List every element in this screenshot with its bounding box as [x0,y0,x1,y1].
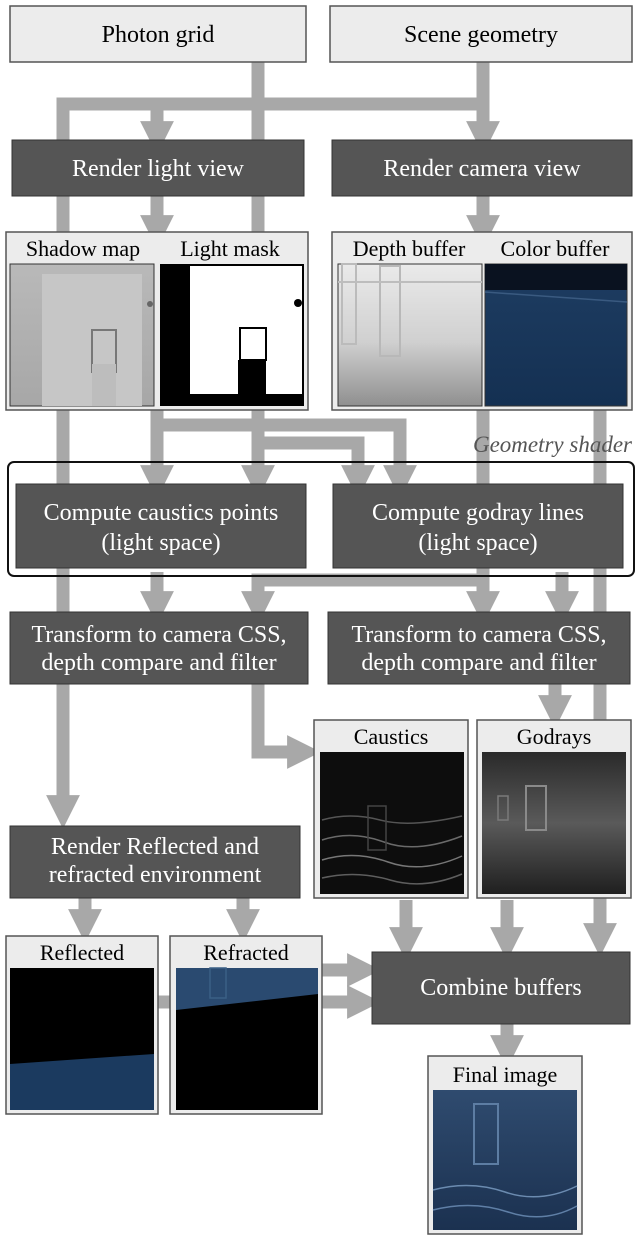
caustics-label: Caustics [354,724,429,749]
arrow-maps-to-godray-2 [258,436,375,499]
render-camera-view-label: Render camera view [383,156,581,182]
color-buffer-label: Color buffer [501,236,611,261]
depth-buffer-image [337,263,483,407]
combine-buffers-label: Combine buffers [420,975,582,1001]
arrow-scene-geometry-split [46,62,490,829]
arrow-transform-to-caustics [251,684,321,769]
photon-grid-box: Photon grid [9,5,307,63]
arrow-cross-to-left [241,573,483,625]
render-camera-view-box: Render camera view [331,139,633,197]
combine-buffers-box: Combine buffers [371,951,631,1025]
scene-geometry-label: Scene geometry [404,22,558,48]
render-reflected-box: Render Reflected and refracted environme… [9,825,301,899]
shadow-map-image [9,263,155,407]
transform-right-box: Transform to camera CSS, depth compare a… [327,611,631,685]
render-light-view-label: Render light view [72,156,245,182]
transform-right-line1: Transform to camera CSS, [351,622,606,648]
shadow-map-label: Shadow map [26,236,140,261]
render-reflected-line1: Render Reflected and [51,834,259,860]
godrays-label: Godrays [517,724,592,749]
connector-arrows [46,62,617,1069]
light-mask-label: Light mask [180,236,280,261]
final-image [432,1090,578,1230]
compute-caustics-line2: (light space) [101,530,220,556]
transform-right-line2: depth compare and filter [361,650,596,676]
depth-buffer-label: Depth buffer [353,236,466,261]
refracted-panel: Refracted [169,935,323,1115]
render-reflected-line2: refracted environment [49,862,262,888]
reflected-panel: Reflected [5,935,159,1115]
compute-caustics-box: Compute caustics points (light space) [15,483,307,569]
photon-grid-label: Photon grid [102,22,215,48]
compute-godray-line1: Compute godray lines [372,500,584,526]
light-mask-image [160,264,304,406]
transform-left-box: Transform to camera CSS, depth compare a… [9,611,309,685]
final-image-panel: Final image [427,1055,583,1235]
compute-godray-box: Compute godray lines (light space) [332,483,624,569]
geometry-shader-frame [7,461,635,577]
refracted-image [176,967,318,1110]
reflected-label: Reflected [40,940,124,965]
compute-caustics-line1: Compute caustics points [44,500,279,526]
godrays-panel: Godrays [476,719,632,899]
geometry-shader-label: Geometry shader [473,432,633,457]
render-light-view-box: Render light view [11,139,305,197]
reflected-image [10,968,154,1110]
color-buffer-image [484,263,628,407]
camera-buffers-panel: Depth buffer Color buffer [331,231,633,411]
caustics-image [320,752,464,894]
transform-left-line2: depth compare and filter [41,650,276,676]
refracted-label: Refracted [203,940,289,965]
final-image-label: Final image [453,1062,557,1087]
scene-geometry-box: Scene geometry [329,5,633,63]
transform-left-line1: Transform to camera CSS, [31,622,286,648]
caustics-panel: Caustics [313,719,469,899]
godrays-image [482,752,626,894]
compute-godray-line2: (light space) [418,530,537,556]
light-buffers-panel: Shadow map Light mask [5,231,309,411]
